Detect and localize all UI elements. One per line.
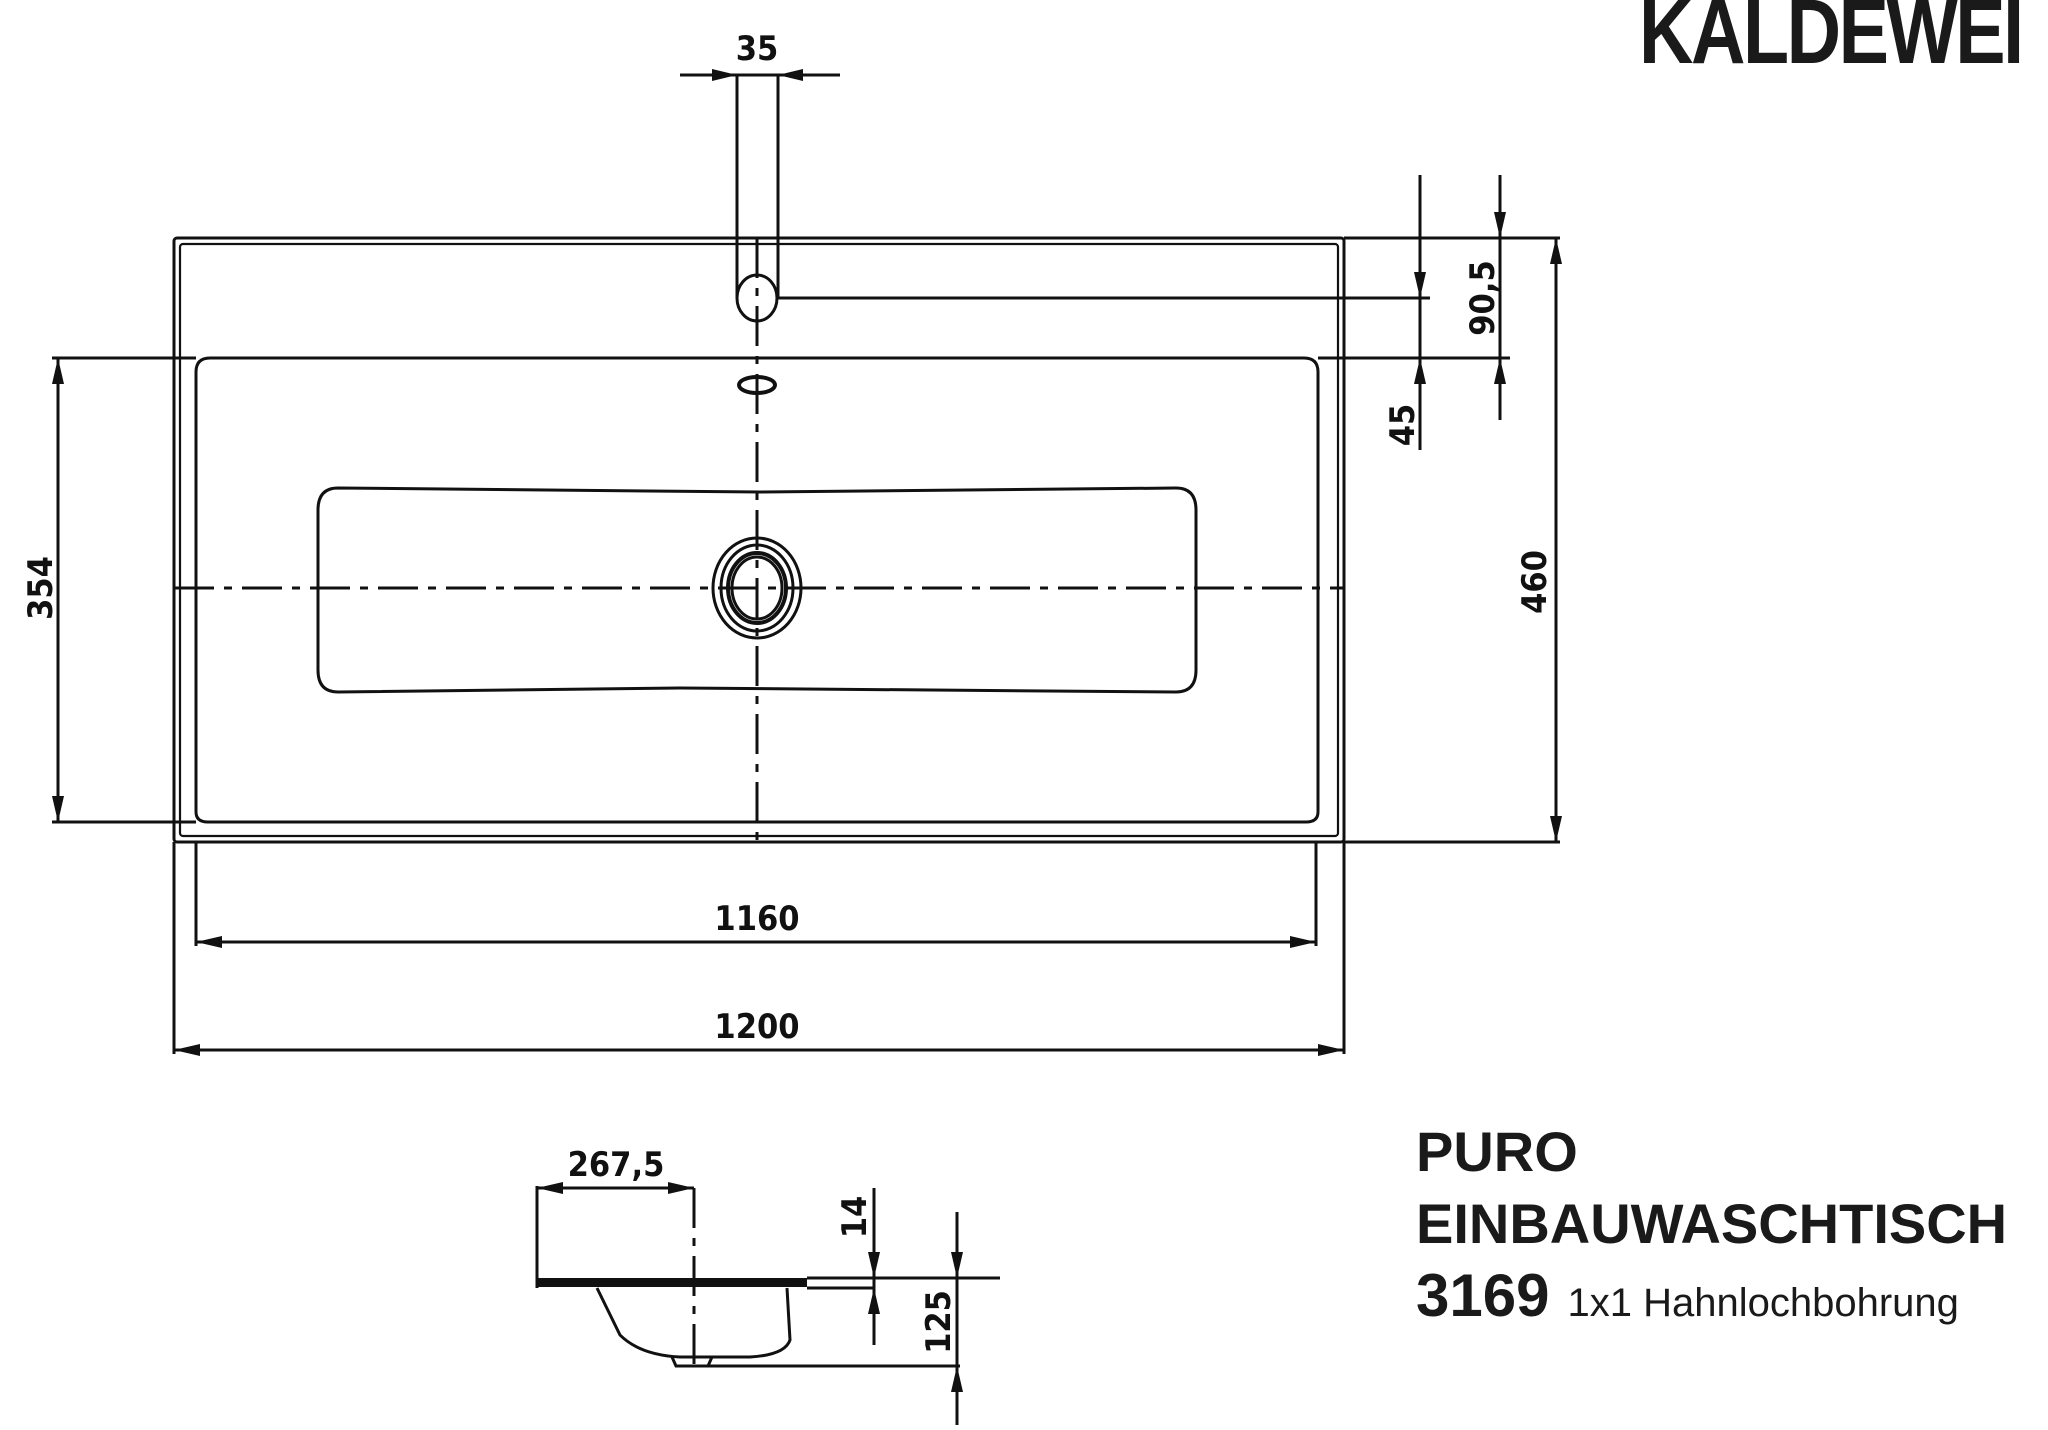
dim-label-354: 354 — [21, 556, 61, 620]
dim-rim-thickness: 14 — [835, 1188, 880, 1345]
plan-view — [172, 76, 1346, 844]
dim-inner-width: 1160 — [194, 842, 1318, 948]
dim-overall-height: 125 — [874, 1212, 963, 1425]
dim-label-1200: 1200 — [714, 1007, 799, 1047]
dim-rim-to-bowl: 45 — [1383, 175, 1426, 450]
dim-overall-depth: 460 — [1344, 238, 1562, 844]
dim-section-offset: 267,5 — [537, 1145, 694, 1194]
model-number: 3169 — [1416, 1262, 1550, 1329]
dim-label-1160: 1160 — [714, 899, 799, 939]
tap-hole-description: 1x1 Hahnlochbohrung — [1567, 1281, 1959, 1325]
dim-tap-hole-width: 35 — [680, 29, 840, 81]
dim-label-460: 460 — [1515, 550, 1555, 614]
dim-tap-hole-offset: 90,5 — [1463, 175, 1506, 420]
section-view — [535, 1186, 1000, 1368]
title-block: PURO EINBAUWASCHTISCH 3169 1x1 Hahnlochb… — [1416, 1116, 2007, 1339]
dim-label-90-5: 90,5 — [1463, 260, 1503, 335]
dim-overall-width: 1200 — [172, 842, 1346, 1056]
product-type: EINBAUWASCHTISCH — [1416, 1192, 2008, 1255]
product-line: PURO — [1416, 1120, 1578, 1183]
dim-label-14: 14 — [835, 1196, 875, 1239]
dim-bowl-depth: 354 — [21, 356, 196, 824]
dim-label-267-5: 267,5 — [568, 1145, 665, 1185]
dim-label-45: 45 — [1383, 404, 1423, 447]
dim-label-125: 125 — [919, 1290, 959, 1354]
dim-label-35: 35 — [736, 29, 779, 69]
product-model-row: 3169 1x1 Hahnlochbohrung — [1416, 1260, 2007, 1339]
kaldewei-logo: KALDEWEI — [1639, 0, 2024, 83]
